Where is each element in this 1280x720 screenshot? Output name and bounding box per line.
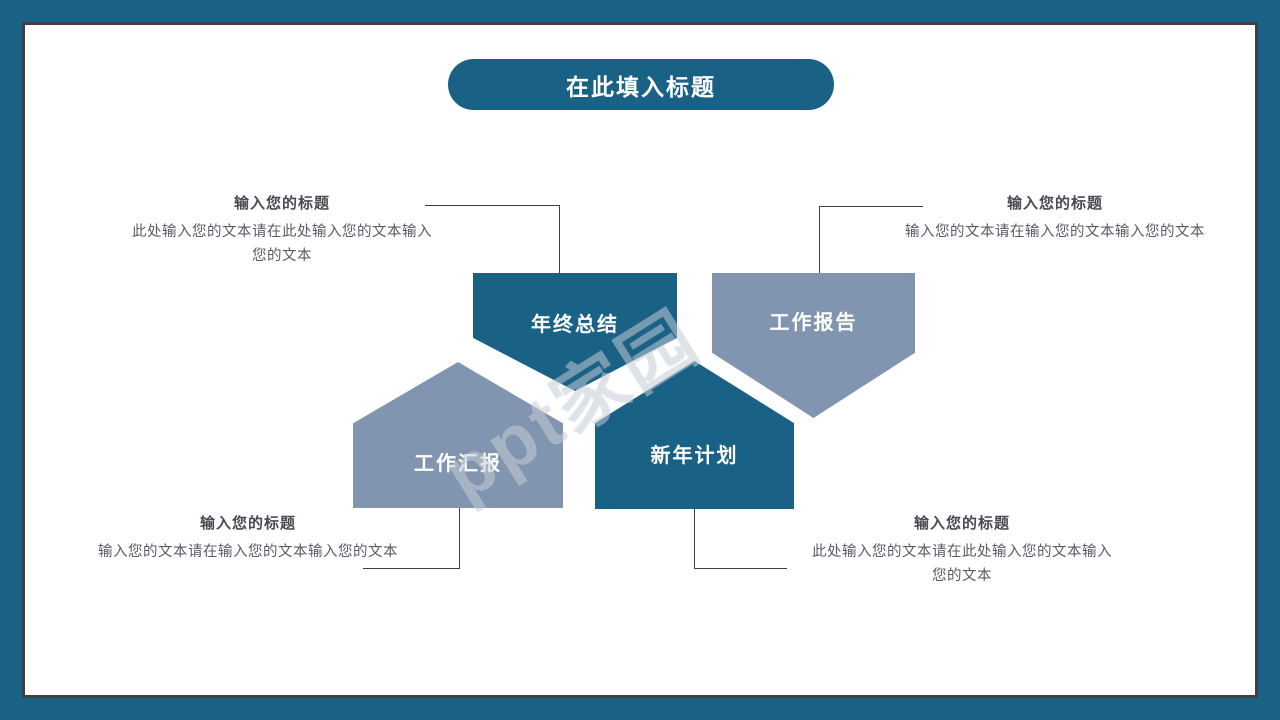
- callout-heading: 输入您的标题: [913, 515, 1010, 532]
- shape-label-xinnianjihua: 新年计划: [650, 445, 739, 467]
- callout-body: 此处输入您的文本请在此处输入您的文本输入您的文本: [812, 544, 1112, 584]
- callout-heading: 输入您的标题: [233, 195, 330, 212]
- connector-top-right-vertical: [819, 206, 820, 274]
- connector-top-right-horizontal: [819, 206, 923, 207]
- connector-bottom-left-horizontal: [363, 568, 460, 569]
- slide-frame: [22, 22, 1258, 698]
- callout-top-left[interactable]: 输入您的标题 此处输入您的文本请在此处输入您的文本输入您的文本: [132, 192, 432, 269]
- connector-top-left-horizontal: [425, 205, 560, 206]
- shape-label-nianzhongzongjie: 年终总结: [531, 314, 619, 336]
- shape-label-gongzuohuibao: 工作汇报: [414, 453, 502, 475]
- connector-bottom-left-vertical: [459, 508, 460, 569]
- connector-top-left-vertical: [559, 205, 560, 274]
- callout-body: 输入您的文本请在输入您的文本输入您的文本: [98, 544, 398, 560]
- callout-heading: 输入您的标题: [199, 515, 296, 532]
- callout-bottom-right[interactable]: 输入您的标题 此处输入您的文本请在此处输入您的文本输入您的文本: [812, 512, 1112, 589]
- callout-bottom-left[interactable]: 输入您的标题 输入您的文本请在输入您的文本输入您的文本: [98, 512, 398, 565]
- connector-bottom-right-horizontal: [694, 568, 787, 569]
- page-title: 在此填入标题: [566, 73, 716, 100]
- callout-heading: 输入您的标题: [1006, 195, 1103, 212]
- callout-top-right[interactable]: 输入您的标题 输入您的文本请在输入您的文本输入您的文本: [905, 192, 1205, 245]
- connector-bottom-right-vertical: [694, 509, 695, 569]
- slide-title-banner[interactable]: 在此填入标题: [448, 59, 834, 110]
- shape-gongzuohuibao[interactable]: 工作汇报: [353, 362, 563, 508]
- shape-nianzhongzongjie[interactable]: 年终总结: [473, 273, 677, 391]
- shape-label-gongzuobaogao: 工作报告: [769, 312, 858, 334]
- callout-body: 输入您的文本请在输入您的文本输入您的文本: [905, 224, 1205, 240]
- callout-body: 此处输入您的文本请在此处输入您的文本输入您的文本: [132, 224, 432, 264]
